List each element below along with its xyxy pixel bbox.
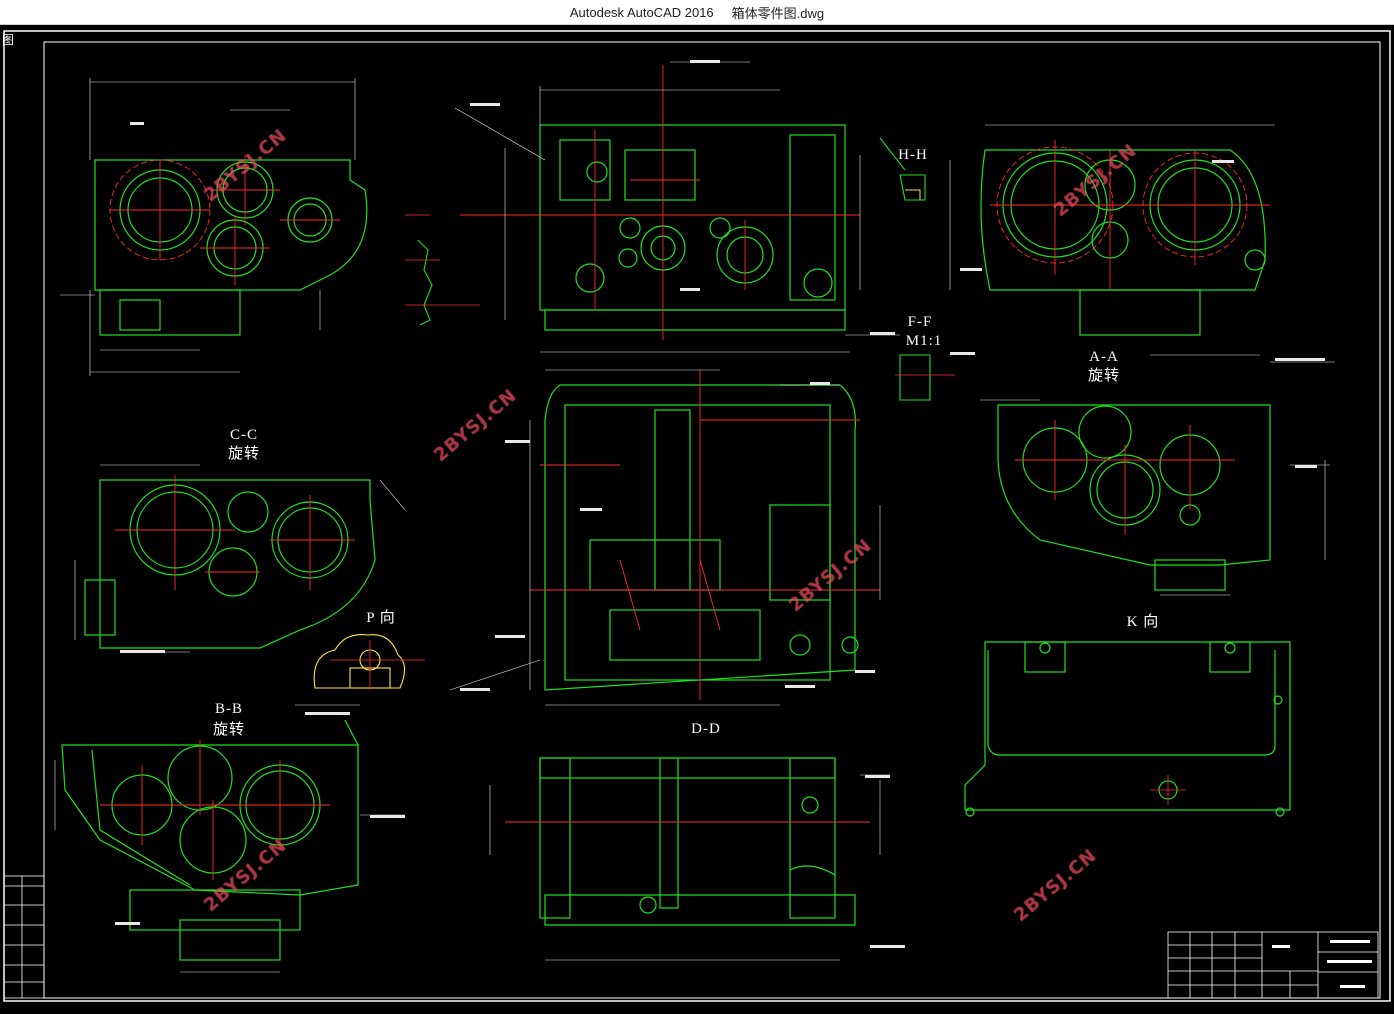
view-label-a-a-note: 旋转 xyxy=(1087,368,1120,384)
view-b-b xyxy=(61,719,359,961)
view-a-a xyxy=(997,404,1271,591)
view-top-right xyxy=(980,149,1266,336)
view-label-f-f-scale: M1:1 xyxy=(905,333,943,349)
frame-label: 图 xyxy=(2,33,15,47)
view-top-left xyxy=(94,159,368,336)
view-label-k: K 向 xyxy=(1126,614,1160,630)
view-label-b-b: B-B xyxy=(214,701,243,717)
view-c-c xyxy=(84,479,376,649)
view-top-center xyxy=(539,124,846,331)
view-label-c-c-note: 旋转 xyxy=(227,446,260,462)
view-label-p: P 向 xyxy=(366,610,396,626)
drawing-border xyxy=(3,30,1391,1002)
window-titlebar: Autodesk AutoCAD 2016 箱体零件图.dwg xyxy=(0,0,1394,25)
view-center xyxy=(544,384,859,691)
view-label-c-c: C-C xyxy=(229,427,258,443)
view-label-h-h: H-H xyxy=(898,147,928,163)
title-block xyxy=(1167,931,1379,999)
view-label-b-b-note: 旋转 xyxy=(212,722,245,738)
view-k xyxy=(964,641,1291,817)
view-label-f-f: F-F xyxy=(907,314,933,330)
view-label-d-d: D-D xyxy=(691,721,721,737)
view-p xyxy=(313,634,406,689)
view-label-a-a: A-A xyxy=(1089,349,1119,365)
inner-border xyxy=(43,41,1381,999)
revision-table xyxy=(3,875,45,999)
view-d-d xyxy=(539,757,856,926)
file-name: 箱体零件图.dwg xyxy=(731,5,825,21)
cad-drawing[interactable] xyxy=(0,25,1394,1014)
app-title: Autodesk AutoCAD 2016 xyxy=(569,4,714,20)
